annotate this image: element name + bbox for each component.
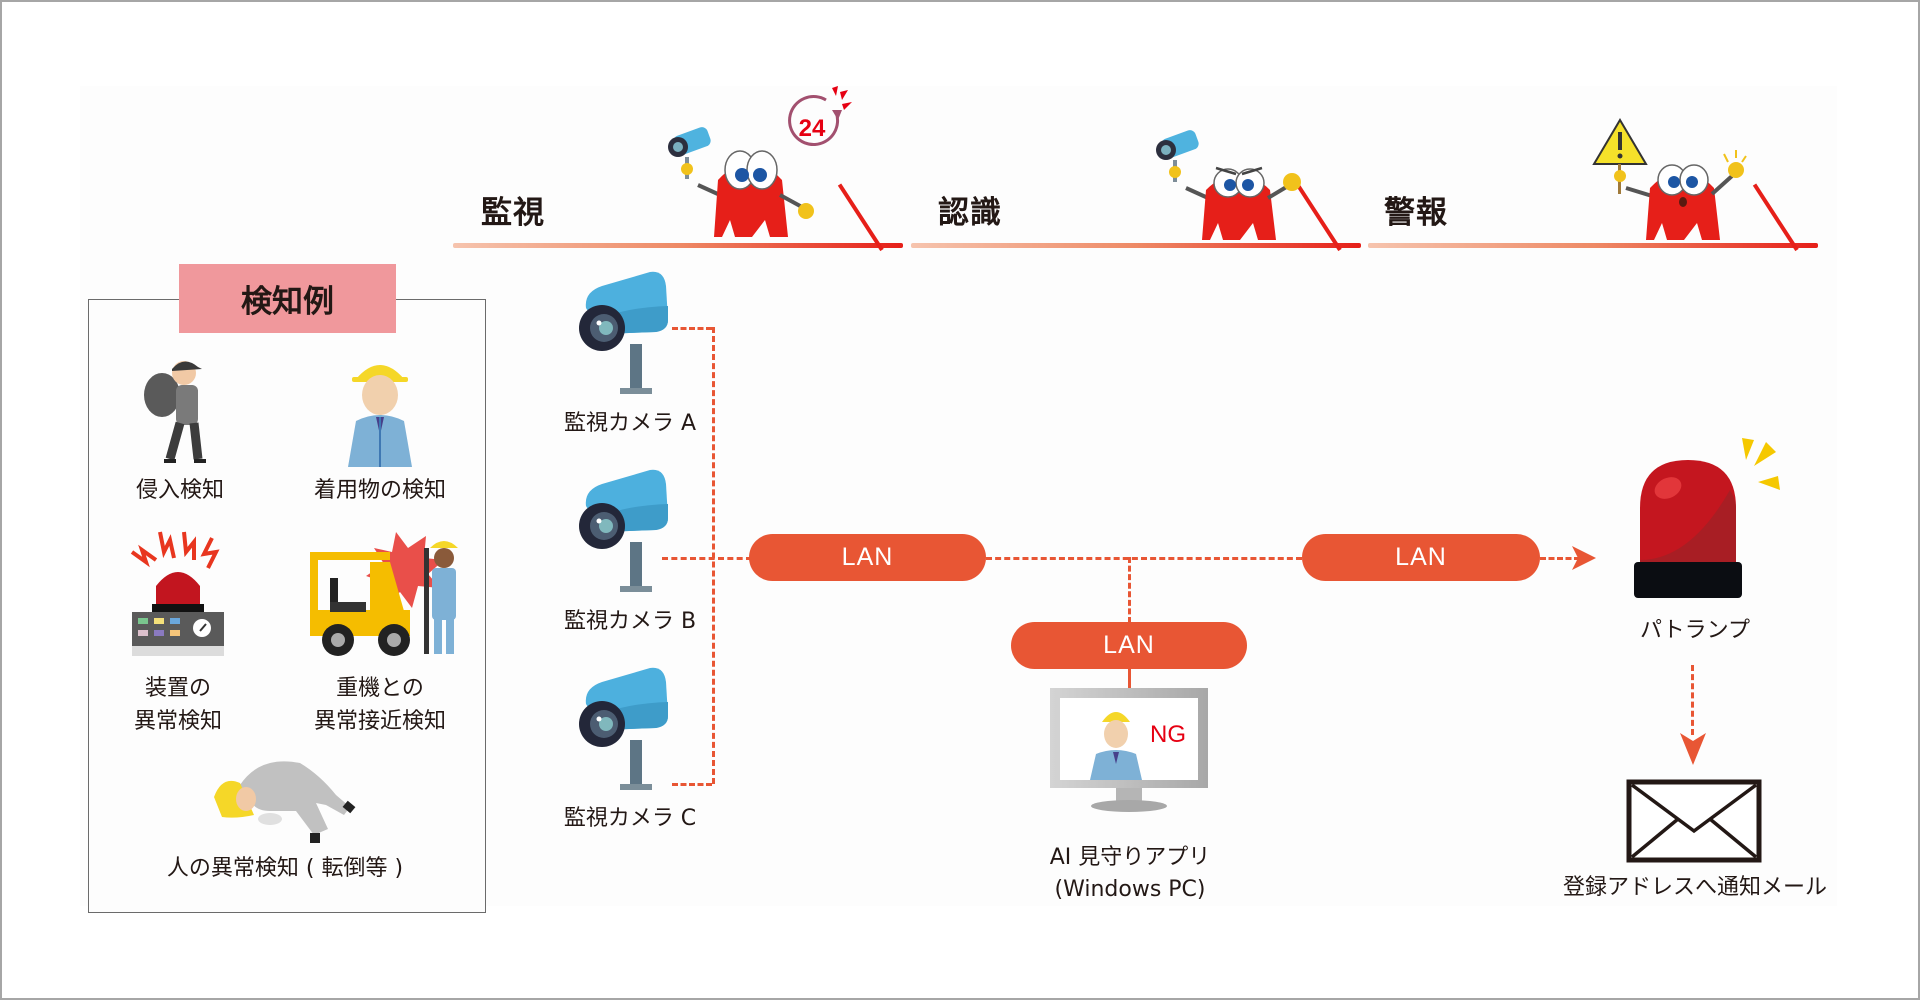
patlamp-label: パトランプ [1639,618,1750,643]
ng-status: NG [1150,721,1186,748]
camera-label: 監視カメラ A [563,411,697,436]
mascot-camera [668,127,711,179]
pc-label-line2: (Windows PC) [1054,877,1206,902]
24-hour-icon: 24 [788,86,852,146]
device-alarm-icon [130,531,224,656]
legend-item-label: 着用物の検知 [313,478,446,503]
security-camera-icon [579,271,668,394]
legend-item-label: 人の異常検知 ( 転倒等 ) [166,856,404,881]
step-underline [453,243,903,248]
legend-item-label-line1: 装置の [144,676,211,701]
detection-examples-title: 検知例 [179,264,396,333]
mascot-with-warning-sign-icon [1592,118,1747,240]
legend-item-label: 侵入検知 [135,478,224,503]
camera-a-link [672,327,712,330]
security-camera-icon [579,469,668,592]
camera-label: 監視カメラ B [563,609,697,634]
camera-b-link [662,557,752,560]
step-underline [911,243,1361,248]
helmet-worker-icon [348,365,412,467]
patlamp-link [1540,557,1580,560]
lan-badge-cameras: LAN [749,534,986,581]
camera-c-link [672,783,712,786]
mail-link-line [1691,665,1694,735]
thief-icon [144,361,206,463]
pc-label-line1: AI 見守りアプリ [1049,845,1211,870]
mascot-with-camera-icon [668,127,814,237]
lan-badge-pc: LAN [1011,622,1247,669]
camera-bus [712,327,715,784]
legend-item-label-line2: 異常検知 [133,709,222,734]
arrow-right-icon [1572,546,1596,570]
24-hour-text: 24 [799,115,826,142]
security-camera-icon [579,667,668,790]
step-underline [1368,243,1818,248]
arrow-down-icon [1680,733,1706,765]
mascot-with-camera-icon [1156,130,1301,240]
legend-item-label-line2: 異常接近検知 [313,709,446,734]
step-title: 認識 [938,195,1002,231]
fallen-worker-icon [214,761,356,843]
pc-link-line [1128,669,1131,689]
step-title: 監視 [481,195,545,231]
legend-item-label-line1: 重機との [336,676,424,701]
camera-label: 監視カメラ C [563,806,697,831]
step-title: 警報 [1384,195,1448,231]
mail-label: 登録アドレスへ通知メール [1562,875,1827,900]
monitor-icon: NG [1050,688,1208,812]
envelope-icon [1626,779,1762,863]
patlamp-icon [1634,438,1780,598]
lan-trunk-line [986,557,1302,560]
lan-badge-patlamp: LAN [1302,534,1540,581]
pc-branch-line [1128,557,1131,623]
forklift-collision-icon [310,532,458,656]
